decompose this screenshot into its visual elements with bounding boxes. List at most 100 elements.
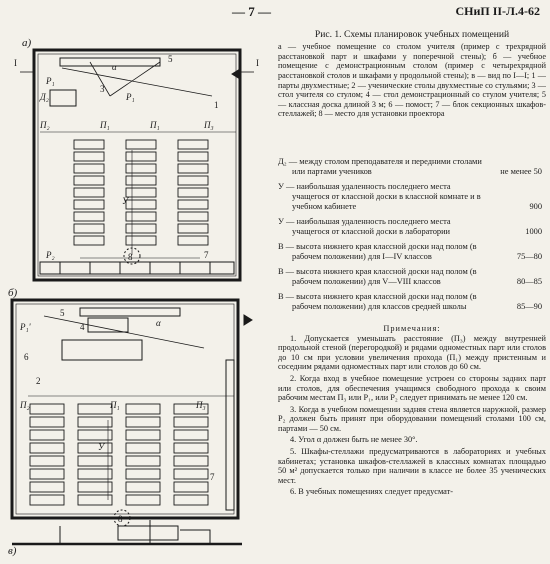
page-number: — 7 —	[232, 4, 271, 19]
page-header: — 7 — СНиП II-Л.4-62	[0, 4, 550, 20]
label-6: 6	[24, 352, 29, 362]
label-2: 2	[36, 376, 41, 386]
desk	[29, 455, 65, 467]
label-alpha: α	[112, 62, 117, 72]
plan-labels: а) б) в) I I Р₁ Д₂ 3 Р₁ 5 α 1 П₂ П₁ П₁ П…	[8, 37, 259, 557]
desk	[125, 199, 157, 210]
rule-description: В — высота нижнего края классной доски н…	[278, 266, 477, 286]
rule-description: Д₂ — между столом преподавателя и передн…	[278, 156, 482, 176]
desk	[29, 494, 65, 506]
desk	[29, 429, 65, 441]
label-u-b: У	[98, 442, 105, 452]
figure-caption-title: Рис. 1. Схемы планировок учебных помещен…	[314, 29, 510, 40]
note-item: 6. В учебных помещениях следует предусма…	[290, 487, 454, 497]
desk	[29, 416, 65, 428]
desk	[73, 175, 105, 186]
plan-a-cabinets	[39, 261, 235, 275]
note-item: 1. Допускается уменьшать расстояние (П₃)…	[278, 333, 546, 372]
section-mark-right: I	[256, 58, 259, 68]
text-column: Рис. 1. Схемы планировок учебных помещен…	[278, 29, 546, 499]
label-b: б)	[8, 287, 18, 299]
plan-v-section	[12, 520, 242, 546]
plan-b-board	[79, 307, 181, 317]
rule-row: У — наибольшая удаленность последнего ме…	[278, 217, 546, 237]
rule-row: В — высота нижнего края классной доски н…	[278, 292, 546, 312]
desk	[77, 416, 113, 428]
desk	[125, 211, 157, 222]
desk	[125, 494, 161, 506]
desk	[173, 455, 209, 467]
rule-value: 75—80	[516, 251, 542, 261]
note-item: 2. Когда вход в учебное помещение устрое…	[278, 373, 546, 403]
label-5: 5	[168, 54, 173, 64]
note-item: 3. Когда в учебном помещении задняя стен…	[278, 404, 546, 433]
desk	[125, 455, 161, 467]
rule-row: У — наибольшая удаленность последнего ме…	[278, 182, 546, 212]
desk	[173, 403, 209, 415]
label-p3: П₃	[203, 120, 214, 130]
label-5-b: 5	[60, 308, 65, 318]
label-r1: Р₁	[45, 76, 55, 86]
dimension-rules: Д₂ — между столом преподавателя и передн…	[278, 157, 546, 312]
label-p1-c: П₁	[109, 400, 120, 410]
label-8: 8	[128, 252, 133, 262]
desk	[77, 442, 113, 454]
desk	[177, 223, 209, 234]
desk	[77, 494, 113, 506]
desk	[77, 481, 113, 493]
label-r1-prime: Р₁'	[19, 322, 32, 332]
desk	[73, 151, 105, 162]
label-r2: Р₂	[45, 250, 55, 260]
document-code: СНиП II-Л.4-62	[455, 4, 540, 18]
figure-caption-body: а — учебное помещение со столом учителя …	[278, 42, 546, 119]
desk	[125, 403, 161, 415]
desk	[125, 416, 161, 428]
desk	[125, 175, 157, 186]
rule-value: 85—90	[516, 301, 542, 311]
desk	[173, 429, 209, 441]
plan-a	[20, 48, 254, 282]
desk	[73, 199, 105, 210]
desk	[77, 455, 113, 467]
desk	[77, 468, 113, 480]
desk	[29, 442, 65, 454]
desk	[125, 429, 161, 441]
label-p2-b: П₂	[19, 400, 30, 410]
desk	[125, 163, 157, 174]
rule-description: В — высота нижнего края классной доски н…	[278, 241, 477, 261]
label-v: в)	[8, 545, 17, 557]
desk	[125, 442, 161, 454]
label-p2: П₂	[39, 120, 50, 130]
desk	[73, 211, 105, 222]
desk	[125, 468, 161, 480]
label-r1-b: Р₁	[125, 92, 135, 102]
desk	[125, 187, 157, 198]
desk	[177, 211, 209, 222]
desk	[177, 199, 209, 210]
label-p1-b: П₁	[149, 120, 160, 130]
floor-plan-figure: а) б) в) I I Р₁ Д₂ 3 Р₁ 5 α 1 П₂ П₁ П₁ П…	[8, 37, 259, 557]
desk	[173, 468, 209, 480]
rule-row: В — высота нижнего края классной доски н…	[278, 267, 546, 287]
label-alpha-b: α	[156, 318, 161, 328]
desk	[177, 151, 209, 162]
label-p3-b: П₃	[195, 400, 206, 410]
rule-row: Д₂ — между столом преподавателя и передн…	[278, 157, 546, 177]
label-7: 7	[204, 250, 209, 260]
rule-value: не менее 50	[500, 166, 542, 176]
desk	[73, 187, 105, 198]
rule-description: У — наибольшая удаленность последнего ме…	[278, 181, 481, 211]
desk	[73, 163, 105, 174]
desk	[77, 429, 113, 441]
rule-description: У — наибольшая удаленность последнего ме…	[278, 216, 451, 236]
label-7-b: 7	[210, 472, 215, 482]
rule-value: 900	[529, 201, 542, 211]
desk	[125, 481, 161, 493]
label-8-b: 8	[118, 514, 123, 524]
desk	[73, 235, 105, 246]
desk	[29, 481, 65, 493]
desk	[173, 416, 209, 428]
plan-b-platform	[61, 339, 143, 361]
desk	[177, 235, 209, 246]
label-a: а)	[22, 37, 32, 49]
